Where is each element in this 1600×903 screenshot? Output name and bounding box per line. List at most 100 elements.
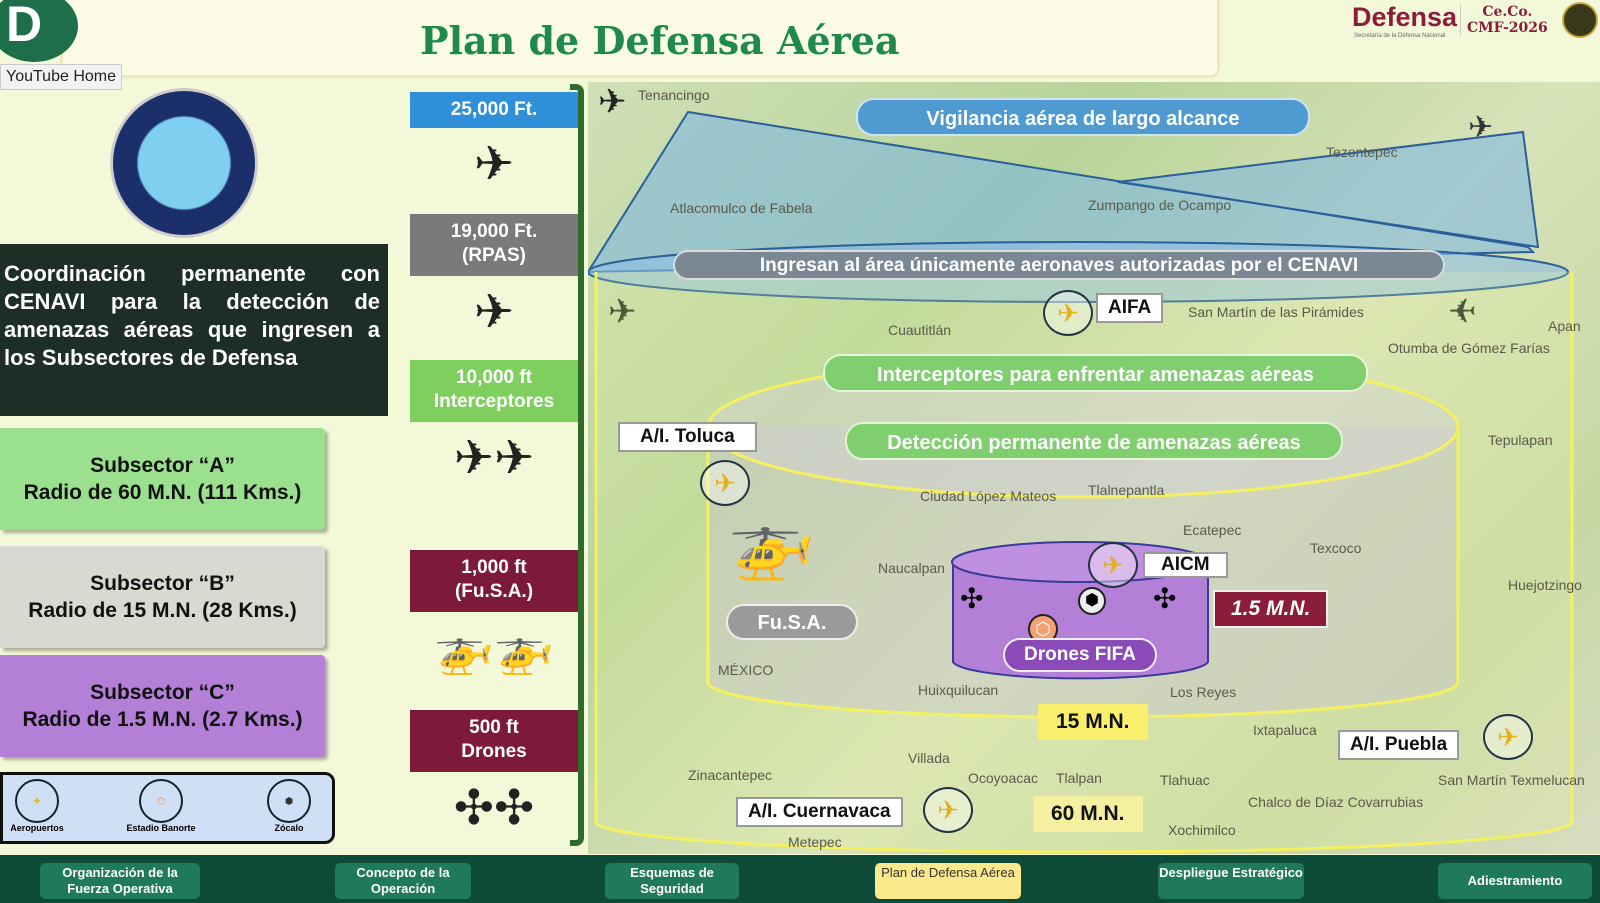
- map-place-label: Ciudad López Mateos: [920, 488, 1057, 504]
- map-place-label: Tezontepec: [1326, 144, 1398, 160]
- radius-15-label: 15 M.N.: [1038, 704, 1148, 740]
- subsector-a: Subsector “A”Radio de 60 M.N. (111 Kms.): [0, 428, 325, 530]
- fighter-jet-icon: ✈: [608, 293, 637, 331]
- page-title: Plan de Defensa Aérea: [420, 18, 900, 63]
- channel-logo[interactable]: D: [0, 0, 78, 62]
- map-place-label: Metepec: [788, 834, 842, 850]
- ceco-label: Ce.Co.CMF-2026: [1460, 4, 1548, 36]
- puebla-label: A/I. Puebla: [1338, 730, 1460, 760]
- subsector-name: Subsector “B”: [90, 572, 235, 595]
- zocalo-hexagon-icon: ⬢: [267, 779, 311, 823]
- altitude-value: 500 ft: [469, 717, 519, 738]
- map-place-label: Los Reyes: [1170, 684, 1237, 700]
- aifa-airport-icon: ✈: [1043, 290, 1093, 336]
- subsector-c: Subsector “C” Radio de 1.5 M.N. (2.7 Kms.…: [0, 655, 325, 757]
- subsector-radius: Radio de 60 M.N. (111 Kms.): [23, 481, 302, 504]
- legend: ✈Aeropuertos ⬡Estadio Banorte ⬢Zócalo: [0, 772, 335, 844]
- subsector-radius: Radio de 15 M.N. (28 Kms.): [28, 599, 297, 622]
- nav-tab-0[interactable]: Organización de la Fuerza Operativa: [40, 863, 200, 899]
- defensa-logo: Defensa: [1352, 2, 1458, 32]
- map-place-label: Apan: [1548, 318, 1581, 334]
- drones-fifa-label: Drones FIFA: [1003, 638, 1157, 672]
- map-place-label: Atlacomulco de Fabela: [670, 200, 813, 216]
- altitude-value: 10,000 ft: [455, 367, 533, 388]
- drone-icon: ✣: [1153, 583, 1177, 614]
- nav-tab-1[interactable]: Concepto de la Operación: [335, 863, 471, 899]
- cenavi-emblem: [110, 88, 258, 238]
- map-place-label: San Martín Texmelucan: [1438, 772, 1585, 788]
- ceco-line2: CMF-2026: [1467, 20, 1548, 36]
- altitude-value: 25,000 Ft.: [450, 99, 538, 120]
- nav-tab-3[interactable]: Plan de Defensa Aérea: [875, 863, 1021, 899]
- legend-stadium-hexagon-icon: ⬡Estadio Banorte: [126, 779, 196, 833]
- ceco-line1: Ce.Co.: [1482, 4, 1533, 20]
- nav-tab-4[interactable]: Despliegue Estratégico: [1158, 863, 1304, 899]
- jet-airliner-icon: ✈: [473, 138, 515, 191]
- map-place-label: Tepulapan: [1488, 432, 1553, 448]
- altitude-4: 500 ft Drones: [410, 710, 578, 772]
- map-place-label: Naucalpan: [878, 560, 945, 576]
- aicm-airport-icon: ✈: [1088, 542, 1138, 588]
- nav-tab-2[interactable]: Esquemas de Seguridad: [605, 863, 739, 899]
- legend-label: Zócalo: [274, 823, 304, 833]
- map-place-label: Xochimilco: [1168, 822, 1236, 838]
- defensa-subtitle: Secretaría de la Defensa Nacional: [1354, 33, 1446, 39]
- subsector-radius: Radio de 1.5 M.N. (2.7 Kms.): [22, 708, 303, 731]
- detection-label: Detección permanente de amenazas aéreas: [845, 422, 1343, 460]
- radius-1-5-label: 1.5 M.N.: [1213, 590, 1329, 628]
- legend-label: Estadio Banorte: [126, 823, 196, 833]
- altitude-0: 25,000 Ft.: [410, 92, 578, 128]
- map-place-label: Zumpango de Ocampo: [1088, 197, 1232, 213]
- toluca-airport-icon: ✈: [700, 460, 750, 506]
- altitude-value: 1,000 ft: [461, 557, 527, 578]
- rpas-drone-icon: ✈: [473, 286, 515, 339]
- altitude-bracket: [570, 84, 584, 846]
- map-place-label: Villada: [908, 750, 950, 766]
- legend-airplane-icon: ✈Aeropuertos: [9, 779, 65, 833]
- map-place-label: Tenancingo: [638, 87, 710, 103]
- aicm-label: AICM: [1143, 552, 1228, 578]
- subsector-b: Subsector “B” Radio de 15 M.N. (28 Kms.): [0, 546, 325, 648]
- surveillance-jet-icon: ✈: [598, 83, 627, 121]
- tooltip: YouTube Home: [0, 64, 122, 90]
- altitude-type: Interceptores: [433, 391, 555, 412]
- altitude-type: (Fu.S.A.): [454, 581, 534, 602]
- map-place-label: Tlahuac: [1160, 772, 1210, 788]
- map-place-label: Texcoco: [1310, 540, 1362, 556]
- puebla-airport-icon: ✈: [1483, 714, 1533, 760]
- map-place-label: Chalco de Díaz Covarrubias: [1248, 794, 1424, 810]
- radius-60-label: 60 M.N.: [1033, 796, 1143, 832]
- fighter-jet-icon: ✈✈: [453, 432, 535, 485]
- zocalo-icon: ⬢: [1078, 587, 1106, 615]
- bottom-navigation: Organización de la Fuerza Operativa Conce…: [0, 855, 1600, 903]
- altitude-value: 19,000 Ft.: [450, 221, 538, 242]
- map-place-label: San Martín de las Pirámides: [1188, 304, 1364, 320]
- altitude-2: 10,000 ft Interceptores: [410, 360, 578, 422]
- cuernavaca-airport-icon: ✈: [923, 787, 973, 833]
- defense-zones: [588, 110, 1574, 854]
- map-place-label: Cuautitlán: [888, 322, 952, 338]
- rpas-drone-icon: ✈: [1468, 111, 1494, 144]
- map-place-label: Ecatepec: [1183, 522, 1242, 538]
- legend-zocalo-hexagon-icon: ⬢Zócalo: [261, 779, 317, 833]
- map-place-label: Huejotzingo: [1508, 577, 1582, 593]
- altitude-type: Drones: [461, 741, 527, 762]
- map-place-label: Zinacantepec: [688, 767, 773, 783]
- map-place-label: Tlalnepantla: [1088, 482, 1165, 498]
- subsector-name: Subsector “C”: [90, 681, 235, 704]
- long-range-label: Vigilancia aérea de largo alcance: [856, 98, 1310, 136]
- long-range-cone-right: [1117, 130, 1540, 249]
- nav-tab-5[interactable]: Adiestramiento: [1438, 863, 1592, 899]
- map-place-label: Ocoyoacac: [968, 770, 1039, 786]
- fusa-label: Fu.S.A.: [726, 604, 858, 640]
- map-place-label: Huixquilucan: [918, 682, 999, 698]
- stadium-hexagon-icon: ⬡: [139, 779, 183, 823]
- helicopter-icon: 🚁: [728, 503, 816, 581]
- header-bar: [60, 0, 1220, 78]
- altitude-1: 19,000 Ft. (RPAS): [410, 214, 578, 276]
- map-place-label: Otumba de Gómez Farías: [1388, 340, 1550, 356]
- cuernavaca-label: A/I. Cuernavaca: [736, 797, 903, 827]
- altitude-type: (RPAS): [461, 245, 527, 266]
- coordination-text: Coordinación permanente con CENAVI para …: [0, 244, 388, 416]
